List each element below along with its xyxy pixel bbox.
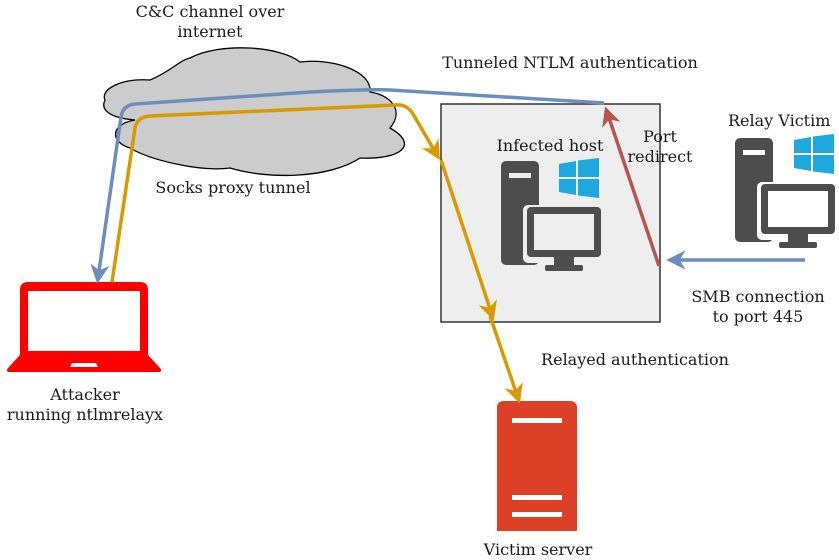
socks-proxy-label: Socks proxy tunnel: [155, 178, 311, 197]
relayed-auth-label: Relayed authentication: [541, 350, 729, 369]
relayed-auth-arrow-2: [488, 315, 523, 404]
attacker-label-line1: Attacker: [50, 385, 120, 404]
smb-connection-label-line1: SMB connection: [691, 287, 825, 306]
relay-victim-computer-icon: [735, 138, 837, 248]
infected-host-windows-icon: [559, 158, 599, 198]
cc-channel-label-line1: C&C channel over: [135, 2, 285, 21]
smb-connection-label: SMB connection to port 445: [686, 287, 830, 327]
victim-server-label: Victim server: [483, 540, 593, 559]
tunneled-ntlm-label: Tunneled NTLM authentication: [442, 53, 698, 72]
infected-host-label: Infected host: [496, 136, 604, 155]
victim-server-icon: [497, 401, 577, 531]
smb-connection-label-line2: to port 445: [712, 307, 804, 326]
relay-victim-windows-icon: [794, 134, 834, 174]
attacker-laptop-icon: [6, 282, 162, 372]
relayed-auth-arrow-1: [439, 159, 497, 321]
infected-host-computer-icon: [501, 161, 603, 271]
port-redirect-label: Port redirect: [620, 127, 700, 167]
cc-channel-label: C&C channel over internet: [120, 2, 300, 42]
tunneled-ntlm-arrow: [90, 88, 605, 284]
attacker-label-line2: running ntlmrelayx: [6, 405, 164, 424]
port-redirect-label-line1: Port: [643, 127, 677, 146]
port-redirect-arrow: [602, 106, 661, 267]
cc-channel-label-line2: internet: [177, 22, 243, 41]
port-redirect-label-line2: redirect: [627, 147, 693, 166]
relay-victim-label: Relay Victim: [728, 111, 831, 130]
attacker-label: Attacker running ntlmrelayx: [0, 385, 180, 425]
socks-proxy-tunnel-arrow: [110, 103, 440, 283]
